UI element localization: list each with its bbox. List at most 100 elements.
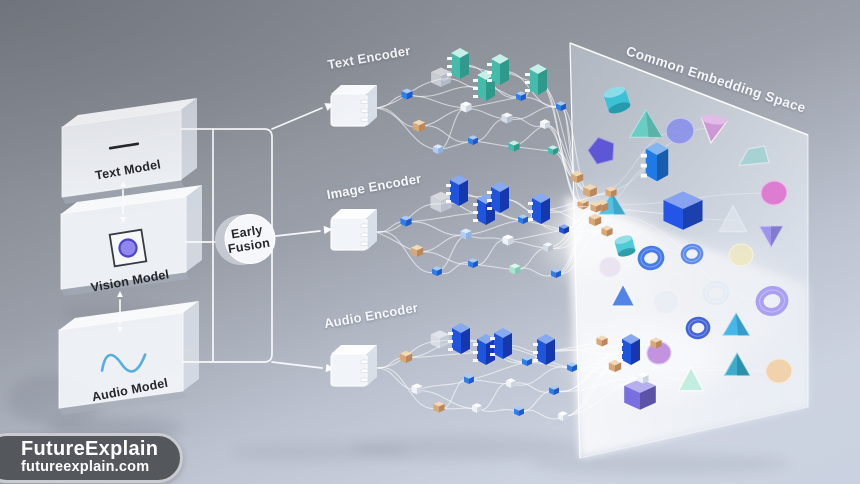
pentagon-shape bbox=[587, 136, 615, 165]
coin-shape bbox=[728, 243, 754, 267]
ring-shape bbox=[702, 280, 730, 306]
network-node bbox=[608, 359, 622, 372]
watermark-url: futureexplain.com bbox=[21, 459, 150, 475]
watermark-title: FutureExplain bbox=[21, 438, 159, 460]
network-node bbox=[460, 228, 472, 240]
network-stack-node bbox=[533, 334, 555, 365]
network-node bbox=[464, 374, 474, 384]
network-node bbox=[549, 385, 559, 395]
fusion-wiring bbox=[117, 103, 335, 373]
network-node bbox=[556, 101, 566, 111]
encoder-networks bbox=[330, 48, 662, 421]
encoder-cube bbox=[330, 85, 377, 127]
cylinder-shape bbox=[614, 235, 636, 257]
network-node bbox=[583, 184, 597, 198]
network-node bbox=[596, 335, 608, 347]
network-node bbox=[410, 244, 424, 257]
ring-shape bbox=[637, 245, 665, 271]
pyramid-shape bbox=[628, 109, 664, 138]
network-node bbox=[551, 268, 561, 278]
network-stack-node bbox=[446, 175, 468, 206]
network-node bbox=[399, 350, 413, 363]
triangle-shape bbox=[610, 283, 636, 307]
network-stack-node bbox=[487, 182, 509, 213]
ring-shape bbox=[755, 286, 789, 316]
ring-shape bbox=[685, 316, 711, 340]
network-node bbox=[588, 213, 602, 226]
network-node bbox=[540, 119, 550, 129]
cylinder-shape bbox=[603, 86, 631, 114]
coin-shape bbox=[765, 358, 793, 384]
coin-shape bbox=[652, 289, 680, 315]
network-stack-node bbox=[473, 334, 495, 365]
network-node bbox=[506, 378, 516, 388]
network-nodes bbox=[330, 175, 617, 278]
network-nodes bbox=[330, 323, 662, 421]
early-fusion-node bbox=[224, 214, 276, 264]
network-node bbox=[430, 330, 450, 349]
network-node bbox=[543, 242, 553, 252]
dash-icon bbox=[108, 142, 140, 150]
network-node bbox=[663, 191, 703, 230]
pyramid-shape bbox=[721, 312, 751, 336]
network-node bbox=[590, 201, 602, 213]
network-stack-node bbox=[487, 54, 509, 85]
network-node bbox=[433, 401, 445, 413]
tetra-shape bbox=[758, 225, 784, 249]
network-node bbox=[433, 144, 443, 154]
network-node bbox=[518, 214, 528, 224]
ring-shape bbox=[680, 243, 704, 265]
network-node bbox=[472, 403, 482, 413]
network-node bbox=[401, 88, 413, 100]
cube-shape bbox=[663, 191, 703, 230]
watermark-badge: FutureExplain futureexplain.com bbox=[0, 433, 184, 483]
network-node bbox=[637, 372, 649, 384]
network-stack-node bbox=[447, 48, 469, 79]
triangle-shape bbox=[718, 205, 748, 233]
network-node bbox=[516, 91, 526, 101]
vision-icon bbox=[108, 228, 148, 268]
network-node bbox=[411, 383, 423, 395]
network-node bbox=[559, 224, 569, 234]
cube-shape bbox=[624, 378, 656, 410]
model-box-1 bbox=[60, 185, 202, 296]
network-node bbox=[548, 145, 558, 155]
network-node bbox=[558, 411, 568, 421]
network-node bbox=[514, 406, 524, 416]
network-stack-node bbox=[448, 323, 470, 354]
network-stack-node bbox=[618, 334, 640, 365]
network-node bbox=[650, 337, 662, 349]
tetra-shape bbox=[723, 351, 751, 376]
waveform-icon bbox=[100, 353, 147, 373]
coin-shape bbox=[598, 256, 622, 278]
encoder-cube bbox=[330, 345, 377, 387]
network-stack-node bbox=[490, 328, 512, 359]
network-nodes bbox=[330, 48, 609, 212]
network-node bbox=[502, 234, 514, 246]
network-stack-node bbox=[528, 193, 550, 224]
network-stack-node bbox=[525, 64, 547, 95]
network-node bbox=[468, 258, 478, 268]
network-node bbox=[501, 112, 513, 124]
network-node bbox=[431, 67, 451, 87]
network-node bbox=[522, 356, 532, 366]
cone-shape bbox=[700, 115, 728, 145]
network-node bbox=[509, 263, 521, 275]
network-node bbox=[412, 119, 426, 132]
network-node bbox=[460, 101, 472, 113]
network-node bbox=[508, 140, 520, 152]
network-node bbox=[400, 215, 412, 227]
model-box-0 bbox=[61, 98, 197, 204]
coin-shape bbox=[760, 180, 788, 206]
network-node bbox=[567, 362, 577, 372]
network-stack-node bbox=[640, 142, 669, 182]
encoder-cube bbox=[330, 209, 377, 251]
prism-shape bbox=[738, 145, 770, 167]
network-node bbox=[605, 186, 617, 198]
stackcube-shape bbox=[640, 142, 669, 182]
network-node bbox=[601, 225, 613, 237]
model-boxes bbox=[58, 98, 202, 415]
triangle-shape bbox=[677, 366, 705, 392]
